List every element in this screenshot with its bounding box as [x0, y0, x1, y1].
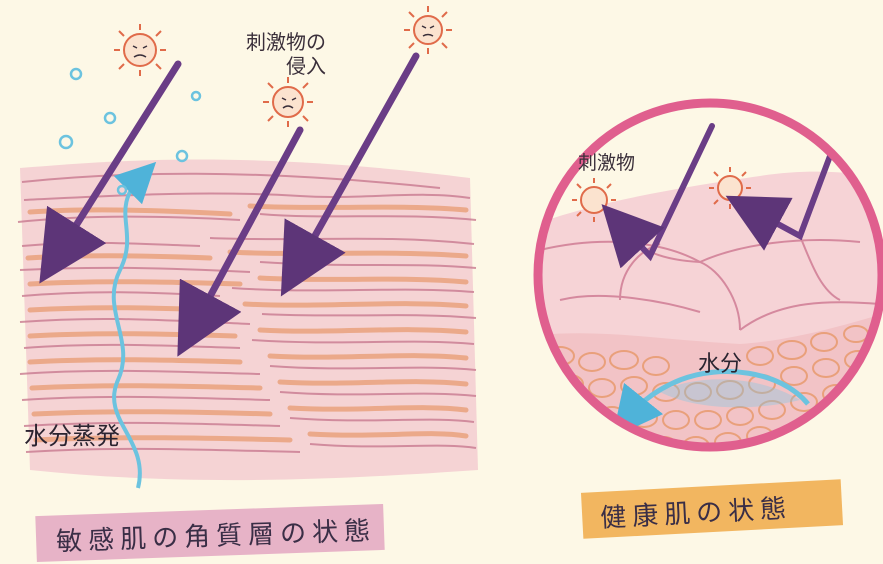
deflected-irritant-arrows: [601, 123, 839, 269]
evaporation-arrow: [111, 161, 157, 489]
water-droplets: [58, 67, 202, 196]
magnifier-circle: [533, 98, 883, 452]
irritant-penetration-arrows: [39, 52, 420, 357]
irritant-invasion-label: 刺激物の 侵入: [246, 30, 326, 78]
healthy-skin-magnified: [538, 103, 882, 447]
irritant-particle-icon: [123, 15, 443, 118]
water-retention-arrow: [612, 369, 810, 438]
water-evaporation-label: 水分蒸発: [24, 422, 120, 450]
irritant-label: 刺激物: [578, 152, 636, 174]
water-label: 水分: [698, 352, 743, 377]
